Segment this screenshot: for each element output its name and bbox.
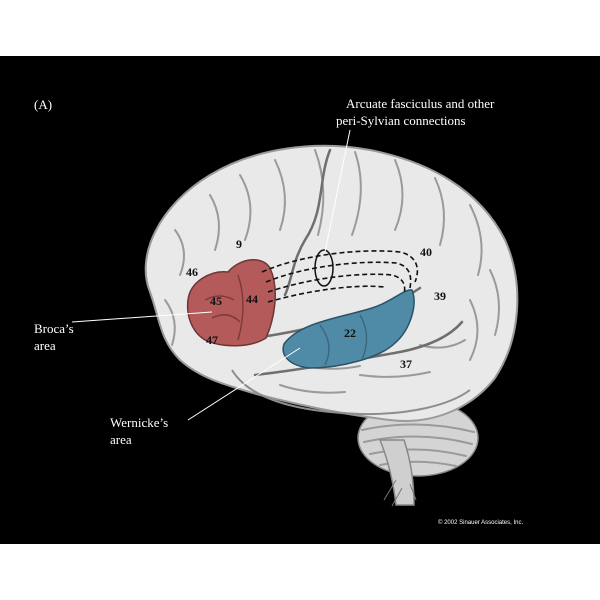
broca-label-line1: Broca’s xyxy=(34,321,74,336)
copyright: © 2002 Sinauer Associates, Inc. xyxy=(438,519,523,526)
area-39: 39 xyxy=(434,289,446,303)
wernicke-leader xyxy=(187,347,301,421)
superior-temporal-sulcus xyxy=(253,320,464,377)
area-44: 44 xyxy=(246,292,258,306)
wernicke-label-line1: Wernicke’s xyxy=(110,415,168,430)
central-sulcus xyxy=(283,148,332,297)
broca-region xyxy=(186,259,276,347)
area-37: 37 xyxy=(400,357,412,371)
area-9: 9 xyxy=(236,237,242,251)
arcuate-ellipse xyxy=(314,249,334,287)
arcuate-fasciculus xyxy=(261,250,419,303)
temporal-lobe xyxy=(231,369,471,416)
broca-leader xyxy=(71,311,213,323)
gyri-texture xyxy=(164,149,500,394)
brainstem-roots xyxy=(383,479,417,507)
cerebrum xyxy=(144,144,519,422)
broca-label-line2: area xyxy=(34,338,56,353)
area-47: 47 xyxy=(206,333,218,347)
area-40: 40 xyxy=(420,245,432,259)
brainstem xyxy=(378,439,415,506)
arcuate-label-line1: Arcuate fasciculus and other xyxy=(346,96,495,111)
broca-gyri xyxy=(204,274,244,341)
area-46: 46 xyxy=(186,265,198,279)
panel-label: (A) xyxy=(34,97,52,112)
wernicke-region xyxy=(282,289,415,369)
area-22: 22 xyxy=(344,326,356,340)
arcuate-label-line2: peri-Sylvian connections xyxy=(336,113,466,128)
wernicke-label-line2: area xyxy=(110,432,132,447)
arcuate-leader xyxy=(324,129,351,253)
wernicke-gyri xyxy=(319,314,368,366)
area-45: 45 xyxy=(210,294,222,308)
